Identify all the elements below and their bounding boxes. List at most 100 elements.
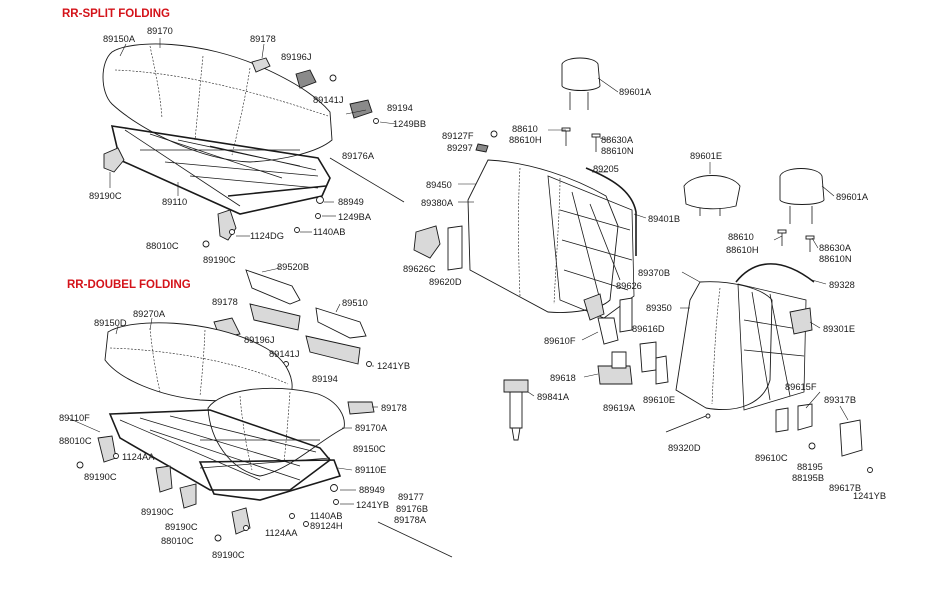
label-89205: 89205 xyxy=(593,164,619,174)
label-88610H: 88610H xyxy=(509,135,542,145)
label-89380A: 89380A xyxy=(421,198,454,208)
label-89620D: 89620D xyxy=(429,277,462,287)
label-89616D: 89616D xyxy=(632,324,665,334)
label-88610N: 88610N xyxy=(601,146,634,156)
headrest-center xyxy=(683,175,741,216)
label-89510: 89510 xyxy=(342,298,368,308)
double-seat-hinges xyxy=(76,435,453,558)
label-89194: 89194 xyxy=(387,103,413,113)
leader-lines xyxy=(67,38,849,505)
label-89190C: 89190C xyxy=(89,191,122,201)
label-88010C: 88010C xyxy=(59,436,92,446)
label-1124AA: 1124AA xyxy=(122,452,155,462)
label-89141J: 89141J xyxy=(269,349,300,359)
double-folding-title: RR-DOUBEL FOLDING xyxy=(67,279,191,291)
part-labels: 89150A 89170 89178 89196J 89141J 89194 1… xyxy=(59,26,886,560)
label-88195: 88195 xyxy=(797,462,823,472)
label-89301E: 89301E xyxy=(823,324,855,334)
label-89320D: 89320D xyxy=(668,443,701,453)
label-1241YB: 1241YB xyxy=(356,500,389,510)
label-89350: 89350 xyxy=(646,303,672,313)
label-1124DG: 1124DG xyxy=(250,231,284,241)
label-1249BA: 1249BA xyxy=(338,212,372,222)
label-88630A: 88630A xyxy=(819,243,852,253)
split-folding-title: RR-SPLIT FOLDING xyxy=(62,8,170,20)
label-89617B: 89617B xyxy=(829,483,861,493)
split-seat-cushion xyxy=(102,43,333,163)
label-88630A: 88630A xyxy=(601,135,634,145)
label-89150D: 89150D xyxy=(94,318,127,328)
headrest-right xyxy=(777,168,825,252)
label-89610E: 89610E xyxy=(643,395,675,405)
double-seat-right-cushion xyxy=(207,387,375,477)
label-89601A: 89601A xyxy=(619,87,652,97)
label-1140AB: 1140AB xyxy=(310,511,342,521)
label-88949: 88949 xyxy=(359,485,385,495)
label-89401B: 89401B xyxy=(648,214,680,224)
label-89190C: 89190C xyxy=(203,255,236,265)
label-88610H: 88610H xyxy=(726,245,759,255)
label-1140AB: 1140AB xyxy=(313,227,345,237)
label-89196J: 89196J xyxy=(244,335,275,345)
label-88610: 88610 xyxy=(728,232,754,242)
label-89194: 89194 xyxy=(312,374,338,384)
label-89618: 89618 xyxy=(550,373,576,383)
label-89178: 89178 xyxy=(250,34,276,44)
label-89110: 89110 xyxy=(162,197,187,207)
label-89317B: 89317B xyxy=(824,395,856,405)
label-89615F: 89615F xyxy=(785,382,817,392)
label-89110F: 89110F xyxy=(59,413,90,423)
label-1241YB: 1241YB xyxy=(853,491,886,501)
label-88010C: 88010C xyxy=(146,241,179,251)
label-89601E: 89601E xyxy=(690,151,722,161)
label-88949: 88949 xyxy=(338,197,364,207)
label-89196J: 89196J xyxy=(281,52,312,62)
label-89124H: 89124H xyxy=(310,521,343,531)
label-89190C: 89190C xyxy=(141,507,174,517)
label-89176B: 89176B xyxy=(396,504,428,514)
label-89150C: 89150C xyxy=(353,444,386,454)
split-seat-hinge-center xyxy=(217,209,237,241)
label-89610C: 89610C xyxy=(755,453,788,463)
label-89190C: 89190C xyxy=(84,472,117,482)
label-89190C: 89190C xyxy=(165,522,198,532)
label-89141J: 89141J xyxy=(313,95,344,105)
label-88010C: 88010C xyxy=(161,536,194,546)
label-1249BB: 1249BB xyxy=(393,119,426,129)
headrest-left xyxy=(561,57,601,152)
label-89520B: 89520B xyxy=(277,262,309,272)
seat-back-assembly xyxy=(413,130,637,319)
label-88195B: 88195B xyxy=(792,473,824,483)
label-89370B: 89370B xyxy=(638,268,670,278)
label-89176A: 89176A xyxy=(342,151,375,161)
label-89619A: 89619A xyxy=(603,403,636,413)
label-1124AA: 1124AA xyxy=(265,528,298,538)
split-seat-small-parts xyxy=(202,57,405,248)
label-89127F: 89127F xyxy=(442,131,474,141)
label-89110E: 89110E xyxy=(355,465,386,475)
seat-back-right xyxy=(675,263,815,411)
label-89610F: 89610F xyxy=(544,336,576,346)
label-88610N: 88610N xyxy=(819,254,852,264)
label-89297: 89297 xyxy=(447,143,473,153)
label-89170: 89170 xyxy=(147,26,173,36)
label-89178: 89178 xyxy=(381,403,407,413)
label-89177: 89177 xyxy=(398,492,424,502)
double-seat-top-hardware xyxy=(213,269,372,367)
label-89270A: 89270A xyxy=(133,309,166,319)
label-88610: 88610 xyxy=(512,124,538,134)
label-89841A: 89841A xyxy=(537,392,570,402)
label-89170A: 89170A xyxy=(355,423,388,433)
label-89626C: 89626C xyxy=(403,264,436,274)
label-89150A: 89150A xyxy=(103,34,136,44)
label-89601A: 89601A xyxy=(836,192,869,202)
label-89178A: 89178A xyxy=(394,515,427,525)
label-1241YB: 1241YB xyxy=(377,361,410,371)
seat-belt-buckle xyxy=(503,379,529,441)
label-89190C: 89190C xyxy=(212,550,245,560)
seat-back-brackets xyxy=(583,293,873,473)
label-89626: 89626 xyxy=(616,281,642,291)
double-seat-frame xyxy=(108,409,342,501)
label-89450: 89450 xyxy=(426,180,452,190)
